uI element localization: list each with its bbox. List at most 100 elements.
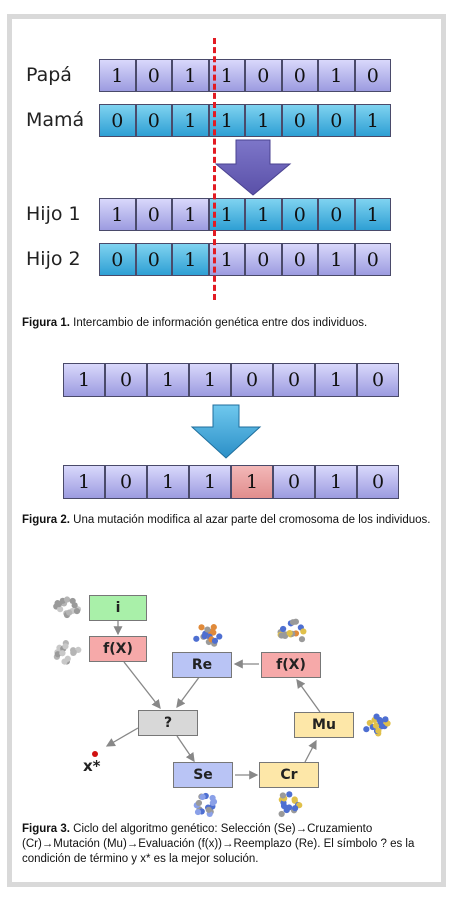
gene-cell: 1 <box>354 104 391 137</box>
node-evaluation-fx: f(X) <box>89 636 147 662</box>
gene-cell: 0 <box>231 363 273 397</box>
population-dot <box>279 792 286 799</box>
population-dot <box>286 791 293 798</box>
mutated-gene-cell: 1 <box>231 465 273 499</box>
gene-cell: 1 <box>172 104 209 137</box>
figure-2-caption: Figura 2. Una mutación modifica al azar … <box>22 513 432 528</box>
best-solution-dot <box>92 751 98 757</box>
node-init: i <box>89 595 147 621</box>
population-dot <box>289 619 297 626</box>
gene-cell: 0 <box>135 59 172 92</box>
population-dot <box>64 655 71 662</box>
population-dot <box>205 806 212 813</box>
caption-bold: Figura 3. <box>22 823 70 835</box>
row-papa-label: Papá <box>26 64 72 86</box>
gene-cell: 0 <box>135 198 172 231</box>
population-dot <box>283 806 290 814</box>
population-dot <box>62 643 69 650</box>
gene-cell: 1 <box>172 198 209 231</box>
node-evaluation-fx-2: f(X) <box>261 652 321 678</box>
population-dot <box>291 797 298 804</box>
gene-cell: 0 <box>318 198 355 231</box>
population-dot <box>199 793 206 801</box>
row-hijo-2-label: Hijo 2 <box>26 248 81 270</box>
gene-cell: 0 <box>245 243 282 276</box>
gene-cell: 1 <box>189 465 231 499</box>
population-dot <box>278 810 285 818</box>
gene-cell: 1 <box>315 465 357 499</box>
gene-cell: 0 <box>281 104 318 137</box>
population-dot <box>298 636 306 643</box>
population-dot <box>59 650 66 657</box>
population-dot <box>64 596 71 603</box>
gene-cell: 0 <box>357 465 399 499</box>
node-mutacion: Mu <box>294 712 354 738</box>
population-dot <box>292 805 299 812</box>
gene-cell: 0 <box>273 363 315 397</box>
gene-cell: 0 <box>354 243 391 276</box>
node-reemplazo: Re <box>172 652 232 678</box>
population-dot <box>210 624 217 631</box>
gene-cell: 1 <box>63 363 105 397</box>
population-dot <box>70 649 77 656</box>
caption-text: Intercambio de información genética entr… <box>69 317 368 329</box>
row-mama-label: Mamá <box>26 109 85 131</box>
population-dot <box>69 597 76 605</box>
gene-cell: 1 <box>147 465 189 499</box>
population-dot <box>300 628 307 635</box>
caption-text: Ciclo del algoritmo genético: Selección … <box>22 823 415 865</box>
caption-bold: Figura 2. <box>22 514 70 526</box>
gene-cell: 0 <box>135 243 172 276</box>
node-cruzamiento: Cr <box>259 762 319 788</box>
population-dot <box>375 727 382 734</box>
population-dot <box>363 726 370 733</box>
gene-cell: 1 <box>315 363 357 397</box>
gene-cell: 0 <box>281 243 318 276</box>
row-hijo-1-label: Hijo 1 <box>26 203 81 225</box>
figure-3-caption: Figura 3. Ciclo del algoritmo genético: … <box>22 822 432 867</box>
population-dot <box>209 799 216 807</box>
population-dot <box>66 609 73 616</box>
population-dot <box>216 633 223 640</box>
gene-cell: 1 <box>172 59 209 92</box>
gene-cell: 1 <box>245 104 282 137</box>
gene-cell: 0 <box>105 363 147 397</box>
population-dot <box>382 716 389 723</box>
gene-cell: 0 <box>245 59 282 92</box>
population-dot <box>204 626 211 633</box>
caption-text: Una mutación modifica al azar parte del … <box>69 514 431 526</box>
population-dot <box>286 630 293 637</box>
gene-cell: 1 <box>318 243 355 276</box>
population-dot <box>377 718 384 726</box>
gene-cell: 1 <box>99 198 136 231</box>
gene-cell: 1 <box>172 243 209 276</box>
gene-cell: 1 <box>245 198 282 231</box>
population-dot <box>73 608 81 615</box>
population-dot <box>280 625 287 633</box>
gene-cell: 0 <box>135 104 172 137</box>
population-dot <box>57 606 64 613</box>
gene-cell: 0 <box>281 59 318 92</box>
gene-cell: 1 <box>147 363 189 397</box>
gene-cell: 0 <box>357 363 399 397</box>
node-condition: ? <box>138 710 198 736</box>
best-solution-label: x* <box>83 757 101 775</box>
gene-cell: 0 <box>99 104 136 137</box>
population-dot <box>55 601 62 608</box>
gene-cell: 1 <box>354 198 391 231</box>
population-dot <box>194 808 202 816</box>
population-dot <box>195 799 203 807</box>
population-dot <box>198 624 205 631</box>
gene-cell: 0 <box>273 465 315 499</box>
gene-cell: 1 <box>318 59 355 92</box>
population-dot <box>372 722 380 729</box>
gene-cell: 1 <box>189 363 231 397</box>
gene-cell: 0 <box>99 243 136 276</box>
gene-cell: 0 <box>318 104 355 137</box>
population-dot <box>211 637 219 644</box>
